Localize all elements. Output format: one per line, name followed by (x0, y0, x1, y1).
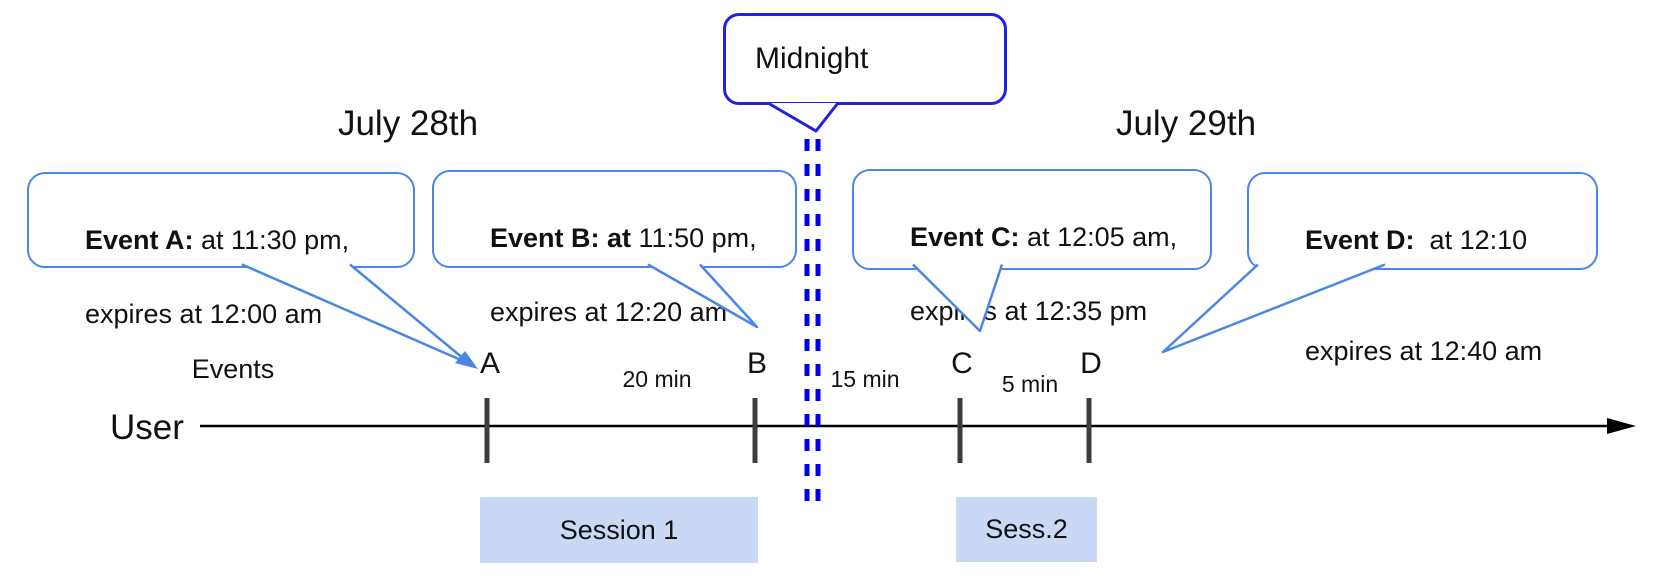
midnight-label: Midnight (755, 42, 869, 75)
date-july-28: July 28th (337, 104, 479, 143)
event-d-callout: Event D: at 12:10 am, expires at 12:40 a… (1247, 172, 1598, 366)
event-a-callout: Event A: at 11:30 pm, expires at 12:00 a… (27, 172, 415, 329)
event-c-expiry: expires at 12:35 pm (910, 296, 1148, 326)
event-c-callout: Event C: at 12:05 am, expires at 12:35 p… (852, 169, 1212, 326)
session-2-label: Sess.2 (985, 514, 1068, 544)
tick-label-c: C (951, 347, 973, 380)
event-a-time: at 11:30 pm, (193, 225, 350, 255)
interval-label-20min: 20 min (622, 366, 692, 392)
interval-label-5min: 5 min (1001, 371, 1059, 397)
event-a-title: Event A: (85, 225, 194, 255)
tick-label-b: B (746, 347, 768, 380)
session-1-label: Session 1 (559, 514, 679, 545)
date-july-29: July 29th (1115, 104, 1257, 143)
interval-label-15min: 15 min (830, 366, 900, 392)
event-b-time: 11:50 pm, (631, 223, 757, 253)
midnight-callout: Midnight (723, 13, 1007, 105)
user-axis-label: User (110, 408, 184, 447)
event-b-callout: Event B: at 11:50 pm, expires at 12:20 a… (432, 170, 797, 327)
event-a-expiry: expires at 12:00 am (85, 299, 323, 329)
event-b-expiry: expires at 12:20 am (490, 297, 728, 327)
tick-label-a: A (479, 347, 501, 380)
session-1-box: Session 1 (480, 497, 758, 563)
event-c-title: Event C: (910, 222, 1020, 252)
tick-label-d: D (1080, 347, 1102, 380)
event-b-title: Event B: at (490, 223, 632, 253)
event-d-expiry: expires at 12:40 am (1305, 336, 1543, 366)
event-d-title: Event D: (1305, 225, 1415, 255)
midnight-callout-tail (767, 101, 840, 133)
session-2-box: Sess.2 (956, 497, 1097, 562)
events-axis-label: Events (191, 354, 275, 384)
event-c-time: at 12:05 am, (1019, 222, 1178, 252)
timeline-arrowhead-icon (1607, 418, 1636, 434)
